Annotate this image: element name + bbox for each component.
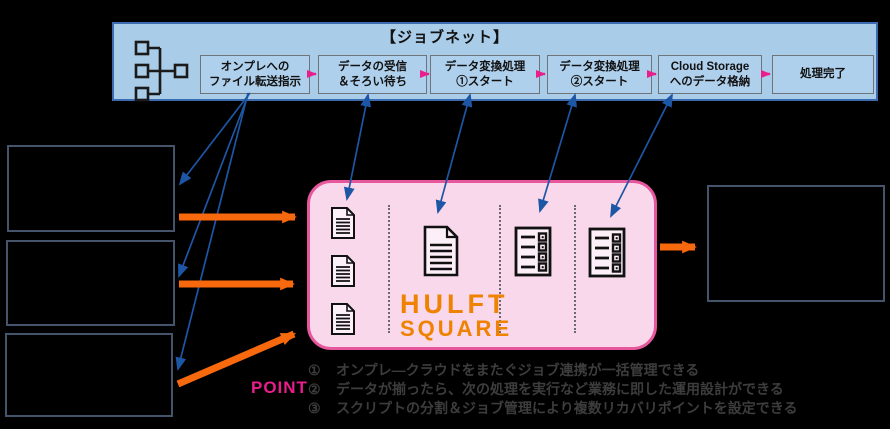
point-text: データが揃ったら、次の処理を実行など業務に即した運用設計ができる [336, 381, 784, 397]
redacted-box-left-2 [6, 240, 175, 326]
step-onprem-transfer: オンプレへの ファイル転送指示 [200, 55, 310, 94]
redacted-box-left-1 [7, 145, 175, 232]
document-icon [331, 207, 355, 239]
step-cloud-storage: Cloud Storage へのデータ格納 [658, 55, 762, 94]
hulft-square-logo: HULFT SQUARE [400, 291, 512, 340]
point-item: ① オンプレ―クラウドをまたぐジョブ連携が一括管理できる [308, 361, 883, 380]
point-text: スクリプトの分割＆ジョブ管理により複数リカバリポイントを設定できる [336, 400, 798, 416]
step-receive-wait: データの受信 ＆そろい待ち [318, 55, 427, 94]
jobnet-tree-icon [134, 40, 189, 102]
point-text: オンプレ―クラウドをまたぐジョブ連携が一括管理できる [336, 362, 700, 378]
hulft-square-box: HULFT SQUARE [307, 180, 657, 350]
point-number: ③ [308, 400, 321, 416]
dotted-divider [574, 205, 576, 333]
logo-line-square: SQUARE [400, 316, 513, 341]
step-complete: 処理完了 [772, 55, 874, 94]
instruction-arrow-blue [175, 92, 251, 371]
point-list: ① オンプレ―クラウドをまたぐジョブ連携が一括管理できる ② データが揃ったら、… [308, 361, 883, 418]
point-item: ② データが揃ったら、次の処理を実行など業務に即した運用設計ができる [308, 380, 883, 399]
point-number: ① [308, 362, 321, 378]
checklist-icon [514, 226, 552, 277]
jobnet-banner: 【ジョブネット】 オンプレへの ファイル転送指示 データの受信 ＆そろい待ち デ… [112, 22, 878, 102]
redacted-box-right [707, 185, 885, 302]
document-icon [423, 225, 459, 277]
point-item: ③ スクリプトの分割＆ジョブ管理により複数リカバリポイントを設定できる [308, 399, 883, 418]
checklist-icon [588, 227, 626, 278]
document-icon [331, 303, 355, 335]
step-convert-1: データ変換処理 ①スタート [430, 55, 540, 94]
point-number: ② [308, 381, 321, 397]
dotted-divider [499, 205, 501, 333]
point-label: POINT [251, 378, 308, 397]
jobnet-title: 【ジョブネット】 [380, 29, 509, 46]
dotted-divider [388, 205, 390, 333]
document-icon [331, 255, 355, 287]
step-convert-2: データ変換処理 ②スタート [547, 55, 652, 94]
redacted-box-left-3 [5, 333, 173, 417]
logo-line-hulft: HULFT [400, 289, 509, 319]
